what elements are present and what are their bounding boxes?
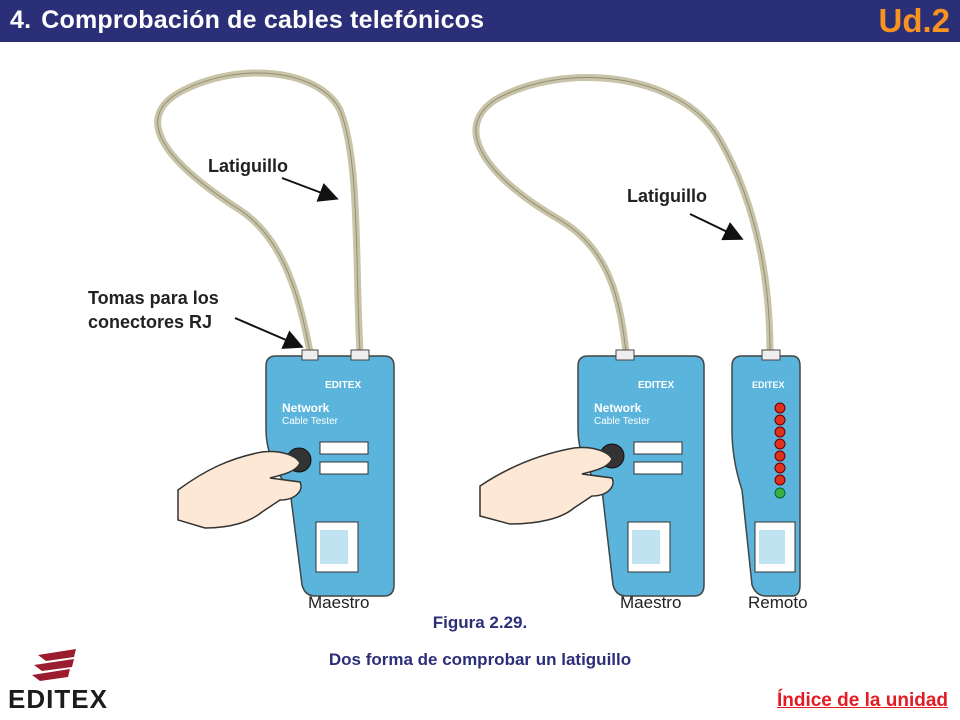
figure-number: Figura 2.29. — [432, 613, 528, 632]
tester-device-left: EDITEX Network Cable Tester — [265, 349, 395, 597]
label-tomas-line1: Tomas para los — [88, 288, 219, 308]
label-tomas-line2: conectores RJ — [88, 312, 212, 332]
tester-device-remote: EDITEX — [731, 349, 801, 597]
device-model-left-1: Network — [282, 401, 330, 415]
label-latiguillo-left: Latiguillo — [208, 156, 288, 176]
tester-device-master-right: EDITEX Network Cable Tester — [577, 349, 705, 597]
led-column — [774, 402, 786, 499]
index-link[interactable]: Índice de la unidad — [776, 690, 948, 711]
label-maestro-left: Maestro — [308, 593, 369, 612]
device-brand-master-right: EDITEX — [638, 380, 674, 391]
header-bar: 4. Comprobación de cables telefónicos Ud.… — [0, 0, 960, 42]
editex-logo-icon — [32, 649, 76, 681]
patch-cable-right — [472, 74, 774, 353]
hand-left — [177, 450, 302, 529]
label-remoto: Remoto — [748, 593, 808, 612]
section-title: Comprobación de cables telefónicos — [41, 6, 485, 34]
device-brand-remote: EDITEX — [752, 380, 785, 390]
led-green — [774, 487, 786, 499]
figure-caption: Dos forma de comprobar un latiguillo — [328, 650, 632, 669]
figure-illustration: Latiguillo Tomas para los conectores RJ … — [88, 69, 808, 612]
label-maestro-right: Maestro — [620, 593, 681, 612]
device-model-right-1: Network — [594, 401, 642, 415]
device-model-left-2: Cable Tester — [282, 416, 339, 427]
page-title: 4. Comprobación de cables telefónicos — [10, 6, 484, 35]
logo-text: EDITEX — [8, 684, 108, 714]
unit-badge: Ud.2 — [878, 2, 950, 39]
section-number: 4. — [10, 6, 32, 34]
patch-cable-left — [154, 69, 364, 353]
hand-right — [479, 446, 614, 525]
device-brand-left: EDITEX — [325, 380, 361, 391]
device-model-right-2: Cable Tester — [594, 416, 651, 427]
label-latiguillo-right: Latiguillo — [627, 186, 707, 206]
